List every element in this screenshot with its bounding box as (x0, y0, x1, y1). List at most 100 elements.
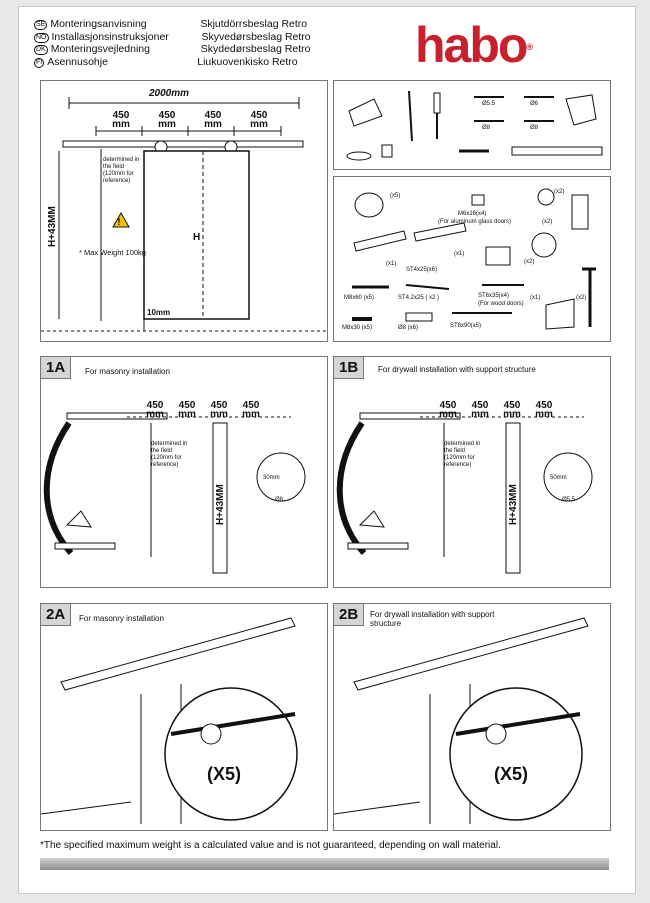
part-qty-4: (x2) (554, 189, 565, 195)
segment-unit: mm (204, 119, 222, 130)
step-2a-drawing (41, 617, 298, 824)
lang-title: Monteringsvejledning (50, 43, 150, 55)
part-qty-6: ST4x25(x6) (406, 267, 438, 273)
step-title: For masonry installation (79, 614, 164, 623)
part-qty-5: (x1) (386, 261, 397, 267)
gap-label: 10mm (147, 308, 171, 317)
part-note-1: (For aluminum glass doors) (438, 219, 512, 225)
svg-text:!: ! (118, 217, 121, 227)
logo-text: habo (415, 17, 528, 73)
quantity-label: (X5) (494, 764, 529, 784)
footer-bar (40, 858, 609, 870)
segment-unit: mm (250, 119, 268, 130)
lang-code: NO (34, 32, 49, 43)
part-qty-16: ST8x90(x5) (450, 323, 482, 329)
height-label: H+43MM (47, 206, 58, 247)
segment-unit: mm (146, 409, 164, 420)
segment-value: 450 (178, 400, 196, 411)
lang-product: Skydedørsbeslag Retro (200, 43, 311, 55)
lang-code: FI (34, 57, 45, 68)
part-qty-9: M8x60 (x5) (344, 295, 375, 301)
step-2a-panel: 2A For masonry installation (X5) (40, 603, 328, 831)
part-qty-11: ST6x35(x4) (478, 293, 510, 299)
lang-title: Installasjonsinstruksjoner (51, 30, 169, 43)
segment-unit: mm (112, 119, 130, 130)
segment-value: 450 (204, 110, 222, 121)
height-label: H+43MM (215, 484, 226, 525)
drill-bit-label-2: Ø6 (530, 101, 539, 107)
drill-depth: 30mm (263, 475, 280, 481)
step-title: For masonry installation (85, 367, 170, 376)
segment-value: 450 (158, 110, 176, 121)
lang-product: Liukuovenkisko Retro (197, 55, 298, 68)
step-1a-drawing (43, 412, 306, 574)
segment-value: 450 (471, 400, 489, 411)
part-qty-13: (x2) (576, 295, 587, 301)
segment-unit: mm (439, 409, 457, 420)
footer-note: *The specified maximum weight is a calcu… (40, 840, 501, 851)
lang-product: Skyvedørsbeslag Retro (201, 30, 311, 43)
height-label: H+43MM (508, 484, 519, 525)
step-title: For drywall installation with support st… (378, 365, 536, 374)
max-weight-label: * Max Weight 100kg (79, 248, 146, 257)
brand-logo: habo® (415, 20, 533, 70)
segment-value: 450 (439, 400, 457, 411)
segment-unit: mm (242, 409, 260, 420)
drill-bit-label-4: Ø8 (530, 125, 539, 131)
part-qty-10: ST4.2x25 ( x2 ) (398, 295, 440, 301)
part-qty-1: (x5) (390, 193, 401, 199)
part-qty-12: (x1) (530, 295, 541, 301)
part-qty-15: Ø8 (x6) (398, 325, 419, 331)
part-note-2: (For wood doors) (478, 301, 524, 307)
parts-drawing (352, 188, 596, 330)
step-label: 2B (334, 604, 365, 626)
part-qty-2: M6x16(x4) (458, 211, 487, 217)
segment-value: 450 (146, 400, 164, 411)
segment-unit: mm (178, 409, 196, 420)
tools-drawing (346, 90, 603, 161)
step-title: For drywall installation with support st… (370, 610, 495, 628)
drill-depth: 50mm (550, 475, 567, 481)
quantity-label: (X5) (207, 764, 242, 784)
lang-code: SE (34, 20, 48, 30)
segment-value: 450 (112, 110, 130, 121)
step-1b-panel: 1B For drywall installation with support… (333, 356, 611, 588)
drill-diameter: Ø5.5 (562, 497, 576, 503)
part-qty-8: (x2) (524, 259, 535, 265)
step-label: 1B (334, 357, 365, 379)
lang-code: DK (34, 45, 48, 55)
parts-panel: (x5) M6x16(x4) (For aluminum glass doors… (333, 176, 611, 342)
step-2b-drawing (334, 617, 589, 824)
segment-value: 450 (250, 110, 268, 121)
lang-product: Skjutdörrsbeslag Retro (200, 18, 308, 30)
segment-unit: mm (210, 409, 228, 420)
segment-value: 450 (503, 400, 521, 411)
step-label: 1A (41, 357, 72, 379)
part-qty-3: (x2) (542, 219, 553, 225)
segment-unit: mm (158, 119, 176, 130)
segment-unit: mm (503, 409, 521, 420)
field-note: determined in the field (120mm for refer… (151, 441, 188, 468)
drill-bit-label-1: Ø5.5 (482, 101, 496, 107)
total-width-label: 2000mm (149, 88, 190, 99)
segment-value: 450 (242, 400, 260, 411)
registered-mark: ® (526, 42, 534, 52)
door-height-label: H (193, 232, 201, 243)
step-2b-panel: 2B For drywall installation with support… (333, 603, 611, 831)
step-label: 2A (41, 604, 72, 626)
